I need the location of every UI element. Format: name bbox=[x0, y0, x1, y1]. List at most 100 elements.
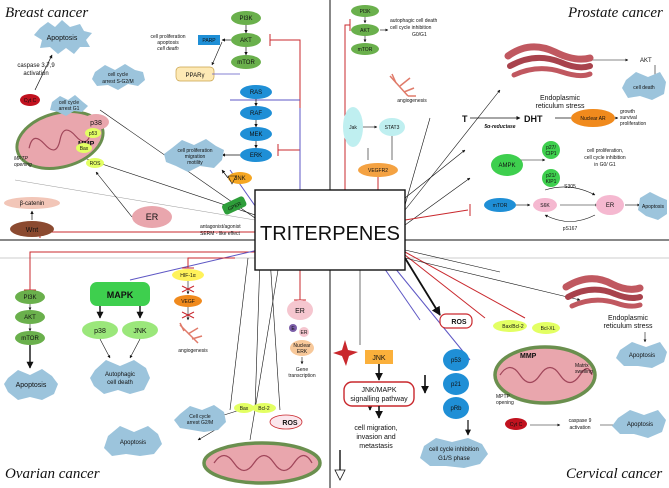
mtor-node-prostate bbox=[351, 43, 379, 55]
p38-label-ovarian: p38 bbox=[94, 328, 106, 335]
estrogen-node bbox=[289, 324, 297, 332]
mtor-node-prostate-2 bbox=[484, 198, 516, 212]
arrest-g1-label-2: arrest G1 bbox=[59, 106, 80, 112]
cyt-c-label: Cyt C bbox=[24, 98, 37, 104]
gper-node bbox=[221, 196, 247, 215]
er-small-node bbox=[299, 327, 309, 337]
pi3k-label-ovarian: PI3K bbox=[23, 295, 36, 301]
jnk-label-breast: JNK bbox=[234, 176, 245, 182]
bclxl-node bbox=[532, 322, 560, 334]
prolif-label-3: cell death bbox=[157, 46, 179, 52]
mtor-node-ovarian bbox=[15, 331, 45, 345]
apoptosis-cloud-breast bbox=[34, 20, 92, 54]
nuclear-ar-node bbox=[571, 109, 615, 127]
ras-label: RAS bbox=[250, 90, 262, 96]
ros-node-cervical bbox=[439, 313, 473, 329]
akt-label-prostate: AKT bbox=[360, 28, 370, 34]
matrix-label-2: swelling bbox=[575, 369, 593, 375]
vegfr2-node bbox=[358, 163, 398, 177]
angiogenesis-label-prostate: angiogenesis bbox=[397, 98, 427, 104]
growth-label: growth bbox=[620, 109, 635, 115]
hif-node bbox=[172, 269, 204, 281]
pi3k-node-ovarian bbox=[15, 290, 45, 304]
p21-label-cervical: p21 bbox=[451, 382, 462, 388]
er-label-ovarian: ER bbox=[295, 308, 305, 315]
cervical-migr-label-3: metastasis bbox=[359, 443, 393, 450]
ovarian-cancer-title: Ovarian cancer bbox=[5, 466, 100, 482]
bax-node-breast bbox=[76, 143, 92, 153]
migr-label-2: migration bbox=[185, 154, 206, 160]
cervical-migr-label-1: cell migration, bbox=[354, 425, 397, 432]
s305-label: S305 bbox=[564, 184, 576, 190]
cervical-apoptosis-label: Apoptosis bbox=[627, 422, 653, 428]
jnk-label-ovarian: JNK bbox=[133, 328, 147, 335]
gene-label-2: transcription bbox=[288, 373, 315, 379]
jnk-path-label-1: JNK/MAPK bbox=[361, 387, 396, 394]
vegf-node bbox=[174, 295, 202, 307]
cervical-caspase-label-1: caspase 9 bbox=[569, 418, 592, 424]
er-label-breast: ER bbox=[146, 212, 159, 222]
cervical-inhib-label-1: cell cycle inhibition bbox=[429, 447, 479, 453]
apoptosis-cloud-cervical-er bbox=[616, 342, 667, 368]
p53-node-breast bbox=[85, 128, 101, 138]
ovarian-auto-label-1: Autophagic bbox=[105, 372, 135, 378]
er-node-breast bbox=[132, 206, 172, 228]
cell-death-label-prostate: cell death bbox=[633, 85, 655, 91]
cervical-apoptosis-er-label: Apoptosis bbox=[629, 353, 655, 359]
wnt-label: Wnt bbox=[26, 227, 39, 234]
autophagic-cloud-ovarian bbox=[90, 360, 150, 394]
connector-lines bbox=[14, 19, 657, 441]
mtor-label-prostate: mTOR bbox=[358, 47, 373, 53]
bax-bcl2-node bbox=[493, 320, 527, 332]
raf-node bbox=[240, 106, 272, 120]
prostate-cancer-title: Prostate cancer bbox=[567, 5, 663, 21]
er-stress-graphic-cervical bbox=[562, 275, 644, 309]
cervical-mptp-label-2: opening bbox=[496, 400, 514, 406]
akt-label-breast: AKT bbox=[240, 38, 252, 44]
mapk-node bbox=[90, 282, 150, 306]
nuclear-label-2: ERK bbox=[297, 349, 308, 355]
mtor-label-breast: mTOR bbox=[237, 60, 255, 66]
nuclear-erk-node bbox=[290, 340, 314, 356]
ros-label-cervical: ROS bbox=[451, 319, 467, 326]
akt-node-ovarian bbox=[15, 310, 45, 324]
triterpenes-center: TRITERPENES bbox=[254, 189, 406, 271]
cervical-mptp-label-1: MPTP bbox=[496, 394, 511, 400]
ampk-label: AMPK bbox=[498, 163, 515, 169]
akt-label-ovarian: AKT bbox=[24, 315, 36, 321]
er-node-prostate bbox=[596, 195, 624, 215]
cervical-cancer-panel: Cervical cancer Endoplasmic reticulum st… bbox=[333, 275, 667, 482]
p38-node-breast bbox=[83, 114, 109, 130]
prostate-er-stress-label-1: Endoplasmic bbox=[540, 95, 581, 102]
jnk-node-cervical bbox=[365, 350, 393, 364]
arrest-g2m-label-1: Cell cycle bbox=[189, 414, 211, 420]
nuclear-label-1: Nuclear bbox=[293, 343, 311, 349]
cervical-mmp-label: MMP bbox=[520, 353, 537, 360]
jnk-path-label-2: signalling pathway bbox=[350, 396, 408, 403]
bcl2-node-ovarian bbox=[252, 403, 276, 413]
dht-label: DHT bbox=[524, 114, 543, 124]
serm-label-1: antagonist/agonist bbox=[200, 224, 241, 230]
bax-bcl2-label: Bax/Bcl-2 bbox=[502, 324, 524, 330]
mtor-label-prostate-2: mTOR bbox=[493, 203, 508, 209]
bclxl-label: Bcl-XL bbox=[541, 326, 556, 332]
p53-label-cervical: p53 bbox=[451, 358, 462, 364]
kip1-label: KIP1 bbox=[546, 179, 557, 185]
cervical-migr-label-2: invasion and bbox=[356, 434, 395, 441]
prb-node-cervical bbox=[443, 397, 469, 419]
jnk-node-breast bbox=[228, 172, 252, 184]
p21-label-prostate: p21/ bbox=[546, 173, 556, 179]
apoptosis-cloud-prostate bbox=[638, 192, 667, 220]
arrest-g2m-label-2: arrest G2/M bbox=[187, 420, 213, 426]
wnt-node bbox=[10, 221, 54, 237]
jnk-node-ovarian bbox=[122, 321, 158, 339]
migr-label-3: motility bbox=[187, 160, 203, 166]
ovarian-apoptosis-label: Apoptosis bbox=[16, 382, 47, 389]
s6k-label: S6K bbox=[540, 203, 550, 209]
breast-apoptosis-label: Apoptosis bbox=[47, 35, 78, 42]
ras-node bbox=[240, 85, 272, 99]
inhibition-star bbox=[333, 340, 358, 366]
vegf-label: VEGF bbox=[181, 299, 195, 305]
pi3k-label-breast: PI3K bbox=[239, 16, 252, 22]
p53-label-breast: p53 bbox=[89, 131, 98, 137]
